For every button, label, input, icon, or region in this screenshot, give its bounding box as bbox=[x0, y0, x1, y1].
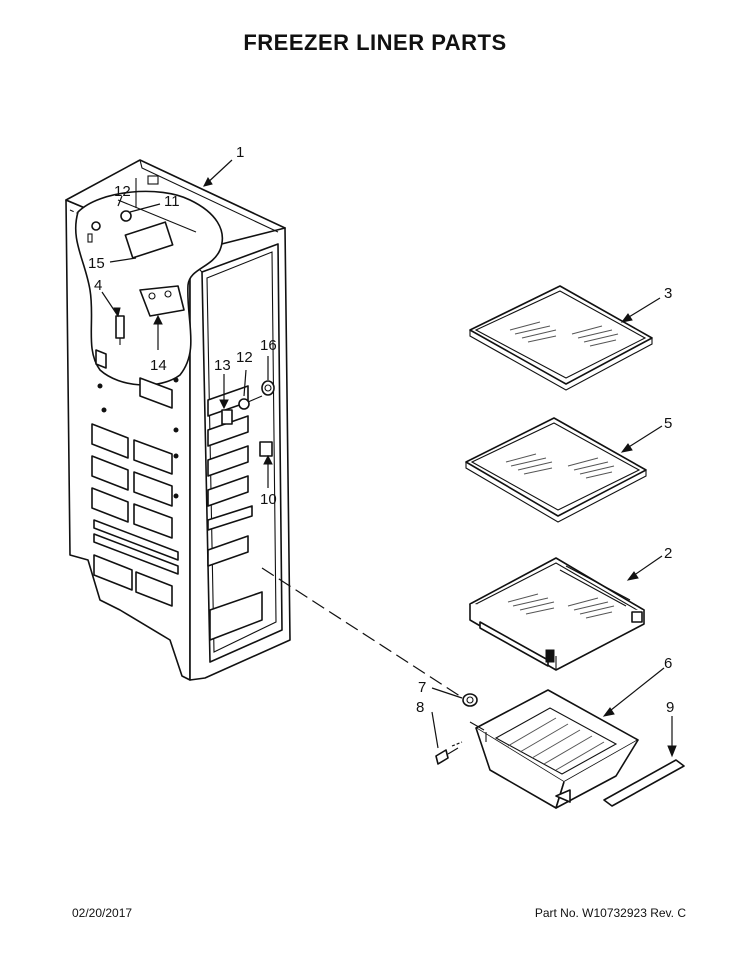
part-16-grommet bbox=[261, 380, 275, 396]
callout-13: 13 bbox=[214, 357, 231, 374]
callout-11: 11 bbox=[164, 193, 180, 210]
inner-wall-slots bbox=[207, 385, 263, 641]
callout-16: 16 bbox=[260, 337, 277, 354]
callout-12-lower: 12 bbox=[236, 349, 253, 366]
part-12-clip-lower bbox=[238, 395, 263, 410]
callout-15: 15 bbox=[88, 255, 105, 272]
footer-date: 02/20/2017 bbox=[72, 906, 133, 920]
callout-9: 9 bbox=[666, 699, 674, 716]
freezer-liner bbox=[65, 159, 467, 701]
page-title: FREEZER LINER PARTS bbox=[243, 30, 507, 55]
shelf-2 bbox=[469, 557, 645, 671]
shelf-3 bbox=[469, 285, 653, 391]
part-10-bracket bbox=[259, 441, 273, 457]
shelf-5 bbox=[465, 417, 647, 523]
callout-5: 5 bbox=[664, 415, 672, 432]
callout-8: 8 bbox=[416, 699, 424, 716]
crisper-drawer-6 bbox=[469, 689, 639, 809]
part-13-bracket bbox=[221, 409, 233, 425]
callout-3: 3 bbox=[664, 285, 672, 302]
footer-part-number: Part No. W10732923 Rev. C bbox=[534, 906, 686, 920]
callout-1: 1 bbox=[236, 144, 244, 161]
callout-12-upper: 12 bbox=[114, 183, 131, 200]
callout-10: 10 bbox=[260, 491, 277, 508]
part-7-wheel bbox=[462, 693, 478, 707]
part-9-rail bbox=[603, 759, 685, 807]
callout-4: 4 bbox=[94, 277, 102, 294]
callout-7: 7 bbox=[418, 679, 426, 696]
callout-6: 6 bbox=[664, 655, 672, 672]
part-8-screw bbox=[435, 741, 463, 765]
leader-lines bbox=[101, 159, 677, 758]
callout-14: 14 bbox=[150, 357, 167, 374]
callout-labels: 1 12 11 15 4 14 13 12 16 10 3 5 2 6 7 8 … bbox=[88, 144, 674, 716]
side-wall-vents bbox=[91, 349, 179, 607]
callout-2: 2 bbox=[664, 545, 672, 562]
